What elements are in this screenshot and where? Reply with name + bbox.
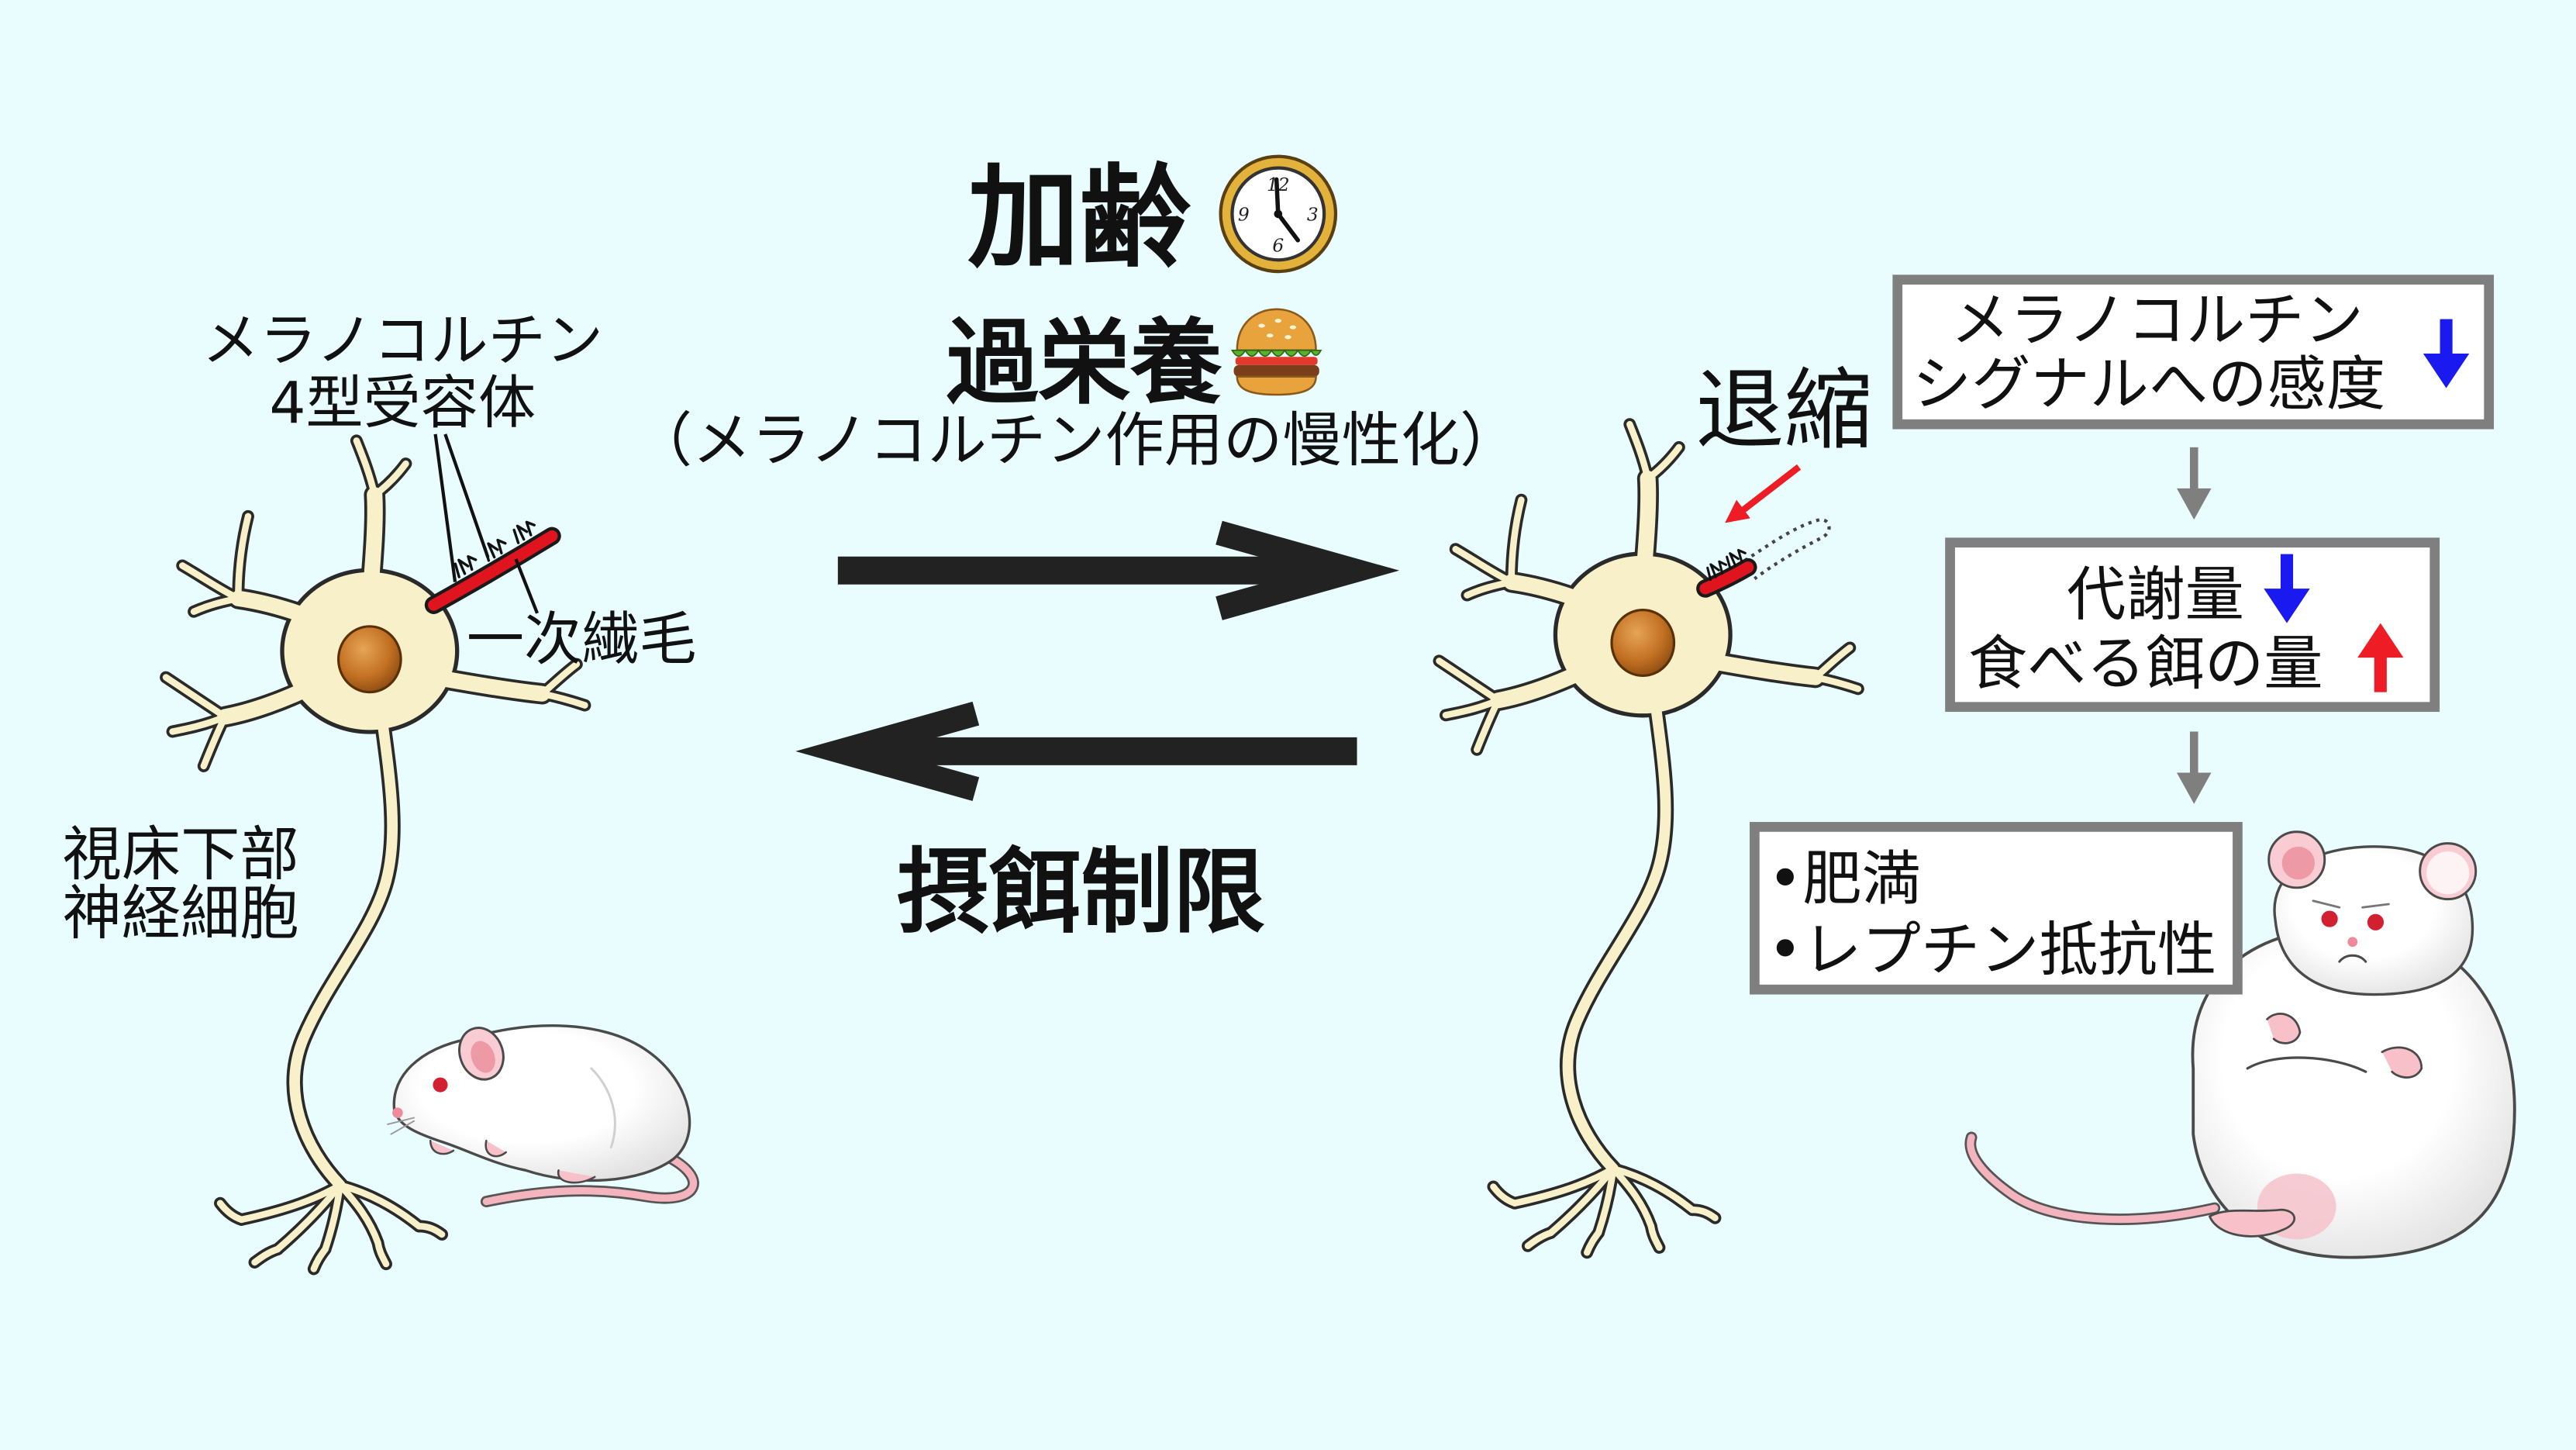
receptor-label-line2: 4型受容体 xyxy=(269,370,536,437)
retracted-cilium xyxy=(1696,517,1831,598)
flow-arrow xyxy=(2177,447,2212,520)
effect-box-metabolism: 代謝量 食べる餌の量 xyxy=(1945,537,2440,713)
receptor-leader-lines xyxy=(433,433,539,614)
mouse-icon xyxy=(387,1024,699,1208)
reverse-arrow xyxy=(795,701,1357,801)
effect-text: シグナルへの感度 xyxy=(1912,350,2385,419)
neuron-label-line1: 視床下部 xyxy=(63,820,299,889)
flow-arrow xyxy=(2177,731,2212,804)
effect-box-outcomes: •肥満 •レプチン抵抗性 xyxy=(1750,822,2243,995)
cilium-label: 一次繊毛 xyxy=(467,606,697,673)
effect-text: •肥満 xyxy=(1767,844,1921,913)
effect-text: 代謝量 xyxy=(2067,560,2244,629)
clock-numeral-9: 9 xyxy=(1238,204,1250,225)
aging-label: 加齢 xyxy=(967,153,1191,283)
effect-text: 食べる餌の量 xyxy=(1968,629,2323,698)
clock-numeral-3: 3 xyxy=(1307,204,1319,225)
forward-arrow xyxy=(837,520,1400,620)
overnutrition-note: （メラノコルチン作用の慢性化） xyxy=(633,406,1519,475)
feeding-restriction-label: 摂餌制限 xyxy=(897,838,1265,945)
effect-box-sensitivity: メラノコルチン シグナルへの感度 xyxy=(1892,274,2495,430)
receptor-label-line1: メラノコルチン xyxy=(202,308,603,375)
primary-cilium-left xyxy=(424,516,561,614)
obese-mouse-icon xyxy=(1964,830,2516,1259)
hamburger-icon xyxy=(1230,308,1322,396)
retraction-arrow xyxy=(1725,464,1802,523)
effect-text: •レプチン抵抗性 xyxy=(1767,915,2216,984)
neuron-label-line2: 神経細胞 xyxy=(63,879,299,948)
clock-numeral-6: 6 xyxy=(1272,236,1284,257)
effect-text: メラノコルチン xyxy=(1950,285,2363,354)
overnutrition-label: 過栄養 xyxy=(947,309,1222,416)
retraction-label: 退縮 xyxy=(1695,358,1873,461)
clock-icon: 12 3 6 9 xyxy=(1219,154,1338,274)
